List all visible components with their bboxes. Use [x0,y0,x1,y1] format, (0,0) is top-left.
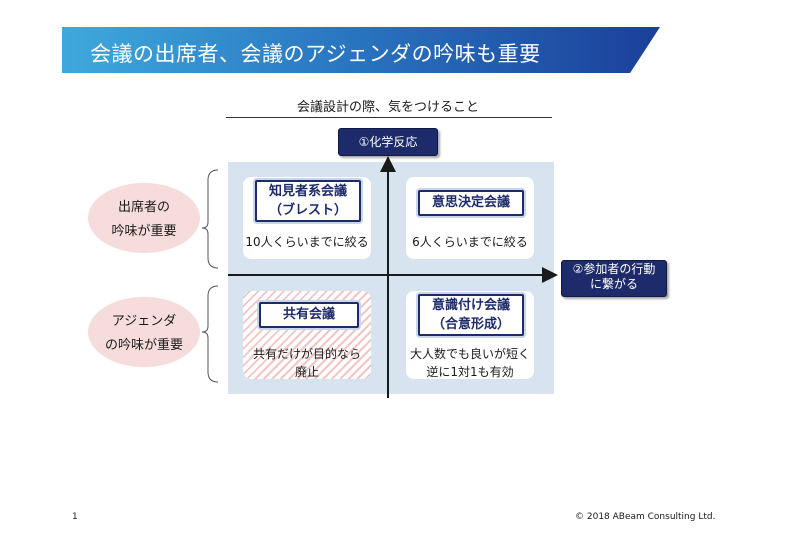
meeting-type-line1: 知見者系会議 [268,184,347,199]
side-label-bubble-agenda [88,297,200,367]
copyright: © 2018 ABeam Consulting Ltd. [575,512,716,522]
side-label-line2: 吟味が重要 [111,224,177,239]
meeting-type-line1: 意識付け会議 [431,298,510,313]
bottom-bracket [201,285,219,383]
subtitle-underline [226,117,552,118]
page-title: 会議の出席者、会議のアジェンダの吟味も重要 [90,42,541,66]
meeting-type-line2: （ブレスト） [268,203,347,218]
side-label-line1: アジェンダ [111,314,177,329]
meeting-guideline-line2: 廃止 [294,365,319,379]
meeting-type-label: 意識付け会議 （合意形成） [418,294,524,336]
title-banner [62,27,660,73]
meeting-type-line1: 意思決定会議 [431,195,510,210]
axis-label-line1: ②参加者の行動 [572,262,656,276]
axis-label-participant-action: ②参加者の行動 に繋がる [561,260,667,297]
axis-label-line2: に繋がる [589,277,638,291]
side-label-line1: 出席者の [117,200,170,215]
side-label-attendees: 出席者の 吟味が重要 [88,196,200,244]
top-bracket [201,169,219,269]
meeting-guideline: 6人くらいまでに絞る [412,235,528,249]
page-number: 1 [72,512,78,522]
axis-label-chemical-reaction: ①化学反応 [338,128,438,156]
meeting-type-label: 知見者系会議 （ブレスト） [255,180,361,222]
meeting-type-line1: 共有会議 [282,307,335,322]
side-label-line2: の吟味が重要 [104,338,183,353]
meeting-guideline-line1: 共有だけが目的なら [252,347,361,361]
side-label-bubble-attendees [88,183,200,253]
meeting-guideline: 大人数でも良いが短く 逆に1対1も有効 [406,345,534,381]
meeting-guideline: 10人くらいまでに絞る [245,235,369,249]
meeting-type-line2: （合意形成） [431,317,510,332]
meeting-type-label: 意思決定会議 [418,190,524,216]
meeting-guideline-line1: 大人数でも良いが短く [409,347,530,361]
meeting-type-label: 共有会議 [259,302,359,328]
meeting-guideline: 共有だけが目的なら 廃止 [243,345,371,381]
meeting-guideline-line2: 逆に1対1も有効 [426,365,514,379]
side-label-agenda: アジェンダ の吟味が重要 [88,310,200,358]
diagram-subtitle: 会議設計の際、気をつけること [296,100,479,115]
